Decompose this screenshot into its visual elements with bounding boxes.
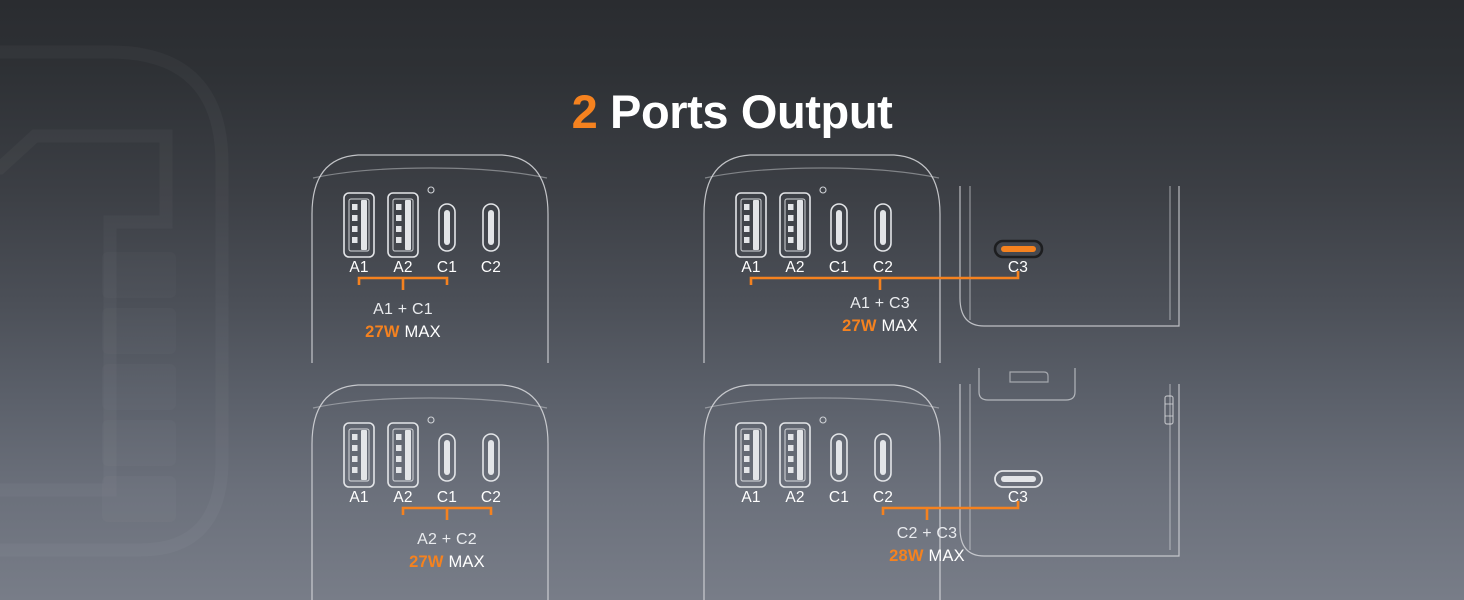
port-a2 (387, 422, 419, 488)
port-label-a2: A2 (393, 259, 413, 276)
port-label-c1: C1 (436, 259, 458, 276)
port-c2 (874, 203, 892, 252)
charger-body-outline (311, 384, 549, 600)
charger-side-view-outline (959, 368, 1180, 557)
max-text: MAX (448, 553, 485, 571)
port-c1 (438, 433, 456, 482)
port-c2 (482, 433, 500, 482)
port-a1 (735, 422, 767, 488)
port-c2 (874, 433, 892, 482)
page-title: 2 Ports Output (0, 88, 1464, 135)
watts-value: 27W (365, 323, 400, 341)
charger-seam-line (312, 167, 548, 179)
port-label-c1: C1 (436, 489, 458, 506)
port-label-a2: A2 (785, 489, 805, 506)
port-c3 (994, 470, 1043, 488)
title-number: 2 (571, 85, 598, 138)
port-label-c2: C2 (872, 489, 894, 506)
port-a1 (735, 192, 767, 258)
port-label-a1: A1 (349, 259, 369, 276)
watts-value: 27W (409, 553, 444, 571)
port-label-c1: C1 (828, 259, 850, 276)
panel-a1-c3: A1 A2 C1 C2 C3 A1 + C3 27W MAX (692, 148, 1202, 363)
prong-recess-outline (978, 368, 1076, 401)
port-label-a1: A1 (349, 489, 369, 506)
charger-seam-line (704, 397, 940, 409)
charger-seam-line (312, 397, 548, 409)
port-label-a1: A1 (741, 259, 761, 276)
max-power-label: 27W MAX (820, 317, 940, 336)
watts-value: 28W (889, 547, 924, 565)
panel-a1-c1: A1 A2 C1 C2 A1 + C1 27W MAX (300, 148, 560, 363)
title-text: Ports Output (610, 85, 893, 138)
max-power-label: 27W MAX (387, 553, 507, 572)
connector-bracket (401, 506, 493, 520)
charger-side-view-outline (959, 186, 1180, 327)
max-text: MAX (404, 323, 441, 341)
connector-bracket (881, 501, 1020, 520)
port-label-a1: A1 (741, 489, 761, 506)
led-indicator (427, 416, 435, 424)
combo-label: A1 + C1 (373, 301, 433, 318)
port-c1 (438, 203, 456, 252)
combo-label: A1 + C3 (850, 295, 910, 312)
port-label-a2: A2 (785, 259, 805, 276)
panel-a2-c2: A1 A2 C1 C2 A2 + C2 27W MAX (300, 378, 560, 600)
max-text: MAX (881, 317, 918, 335)
port-c3-highlighted (993, 239, 1044, 259)
charger-body-outline (703, 154, 941, 363)
charger-seam-line (704, 167, 940, 179)
charger-body-outline (703, 384, 941, 600)
port-c1 (830, 203, 848, 252)
max-text: MAX (928, 547, 965, 565)
panel-c2-c3: A1 A2 C1 C2 C3 C2 + C3 28W MAX (692, 368, 1202, 600)
led-indicator (819, 186, 827, 194)
port-a1 (343, 422, 375, 488)
port-a1 (343, 192, 375, 258)
port-label-a2: A2 (393, 489, 413, 506)
port-label-c2: C2 (872, 259, 894, 276)
port-a2 (387, 192, 419, 258)
port-label-c2: C2 (480, 259, 502, 276)
combo-label: A2 + C2 (417, 531, 477, 548)
port-label-c3: C3 (1007, 259, 1029, 276)
max-power-label: 28W MAX (867, 547, 987, 566)
port-label-c3: C3 (1007, 489, 1029, 506)
combo-label: C2 + C3 (896, 525, 958, 542)
max-power-label: 27W MAX (343, 323, 463, 342)
port-label-c1: C1 (828, 489, 850, 506)
charger-body-outline (311, 154, 549, 363)
port-c2 (482, 203, 500, 252)
watts-value: 27W (842, 317, 877, 335)
port-label-c2: C2 (480, 489, 502, 506)
port-a2 (779, 192, 811, 258)
port-c1 (830, 433, 848, 482)
led-indicator (819, 416, 827, 424)
connector-bracket (749, 271, 1020, 290)
led-indicator (427, 186, 435, 194)
port-a2 (779, 422, 811, 488)
connector-bracket (357, 276, 449, 290)
